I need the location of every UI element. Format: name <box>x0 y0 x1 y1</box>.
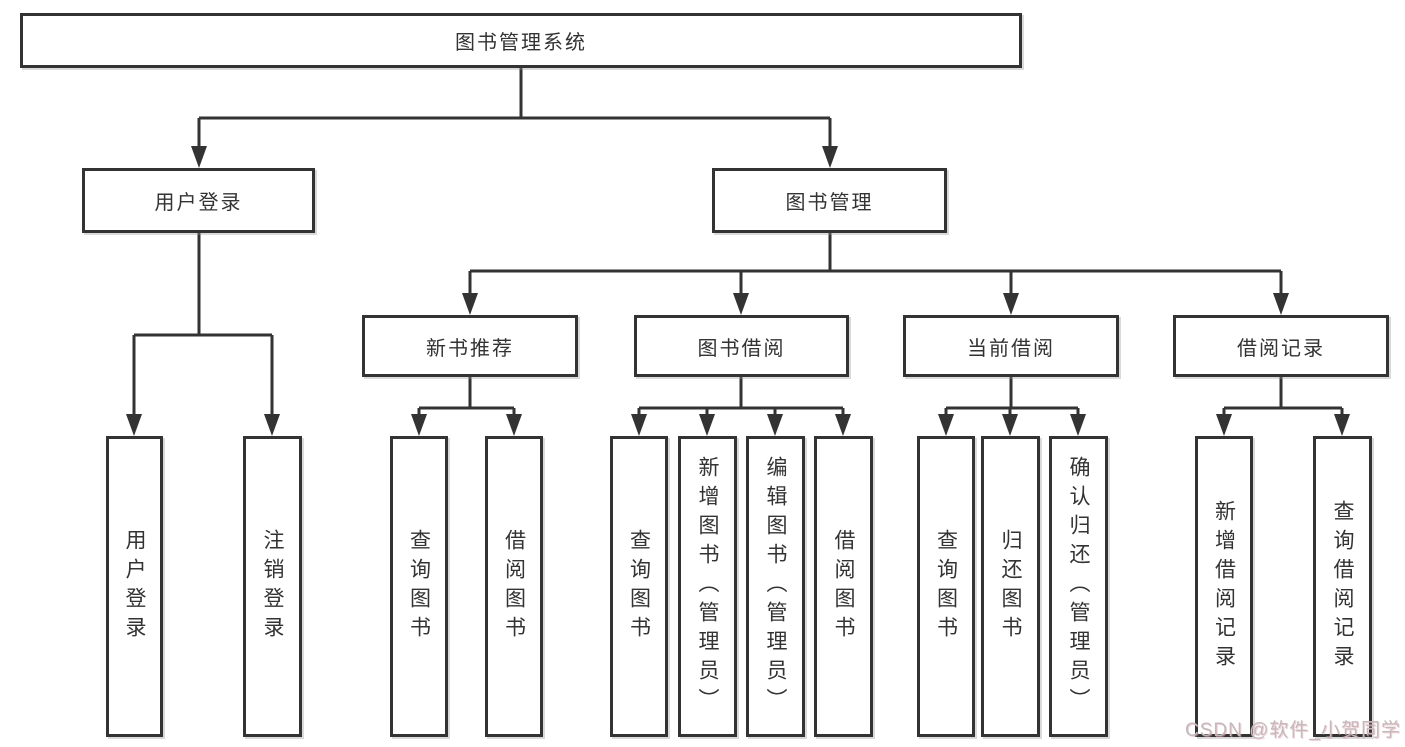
node-label: 确认归还（管理员） <box>1067 456 1090 717</box>
node-label: 借阅图书 <box>832 528 855 645</box>
node-label: 归还图书 <box>999 528 1022 645</box>
node-label: 新增借阅记录 <box>1212 499 1236 674</box>
node-leaf-user-login: 用户登录 <box>106 436 163 737</box>
node-user-login: 用户登录 <box>82 168 315 233</box>
node-label: 借阅图书 <box>502 528 526 645</box>
node-book-management: 图书管理 <box>712 168 947 233</box>
node-label: 查询借阅记录 <box>1331 499 1354 674</box>
node-label: 借阅记录 <box>1237 337 1325 360</box>
node-label: 图书管理系统 <box>455 32 587 54</box>
node-leaf-edit-books-admin: 编辑图书（管理员） <box>746 436 805 737</box>
node-leaf-add-books-admin: 新增图书（管理员） <box>678 436 737 737</box>
node-label: 用户登录 <box>123 528 146 645</box>
node-leaf-query-books-recommend: 查询图书 <box>390 436 448 737</box>
node-leaf-return-books: 归还图书 <box>981 436 1040 737</box>
node-label: 新增图书（管理员） <box>696 456 719 717</box>
node-book-borrow: 图书借阅 <box>634 315 849 377</box>
node-leaf-borrow-books: 借阅图书 <box>814 436 873 737</box>
node-label: 查询图书 <box>407 528 431 645</box>
node-leaf-logout: 注销登录 <box>243 436 302 737</box>
node-new-book-recommend: 新书推荐 <box>362 315 578 377</box>
node-leaf-confirm-return-admin: 确认归还（管理员） <box>1049 436 1108 737</box>
node-label: 查询图书 <box>627 528 651 645</box>
node-leaf-add-borrow-record: 新增借阅记录 <box>1195 436 1253 737</box>
node-leaf-borrow-books-recommend: 借阅图书 <box>485 436 543 737</box>
node-borrow-records: 借阅记录 <box>1173 315 1389 377</box>
node-library-management-system: 图书管理系统 <box>20 13 1022 68</box>
node-current-borrow: 当前借阅 <box>903 315 1119 377</box>
node-label: 图书借阅 <box>697 337 786 360</box>
node-label: 当前借阅 <box>967 337 1055 360</box>
node-label: 注销登录 <box>261 528 284 645</box>
node-label: 编辑图书（管理员） <box>764 456 787 717</box>
node-leaf-query-books-borrow: 查询图书 <box>610 436 668 737</box>
node-leaf-query-borrow-record: 查询借阅记录 <box>1313 436 1372 737</box>
node-label: 用户登录 <box>154 192 243 214</box>
node-label: 新书推荐 <box>426 337 514 360</box>
csdn-watermark: CSDN @软件_小贺同学 <box>1185 720 1401 741</box>
node-leaf-query-books-current: 查询图书 <box>917 436 975 737</box>
node-label: 图书管理 <box>785 192 874 214</box>
node-label: 查询图书 <box>934 528 958 645</box>
